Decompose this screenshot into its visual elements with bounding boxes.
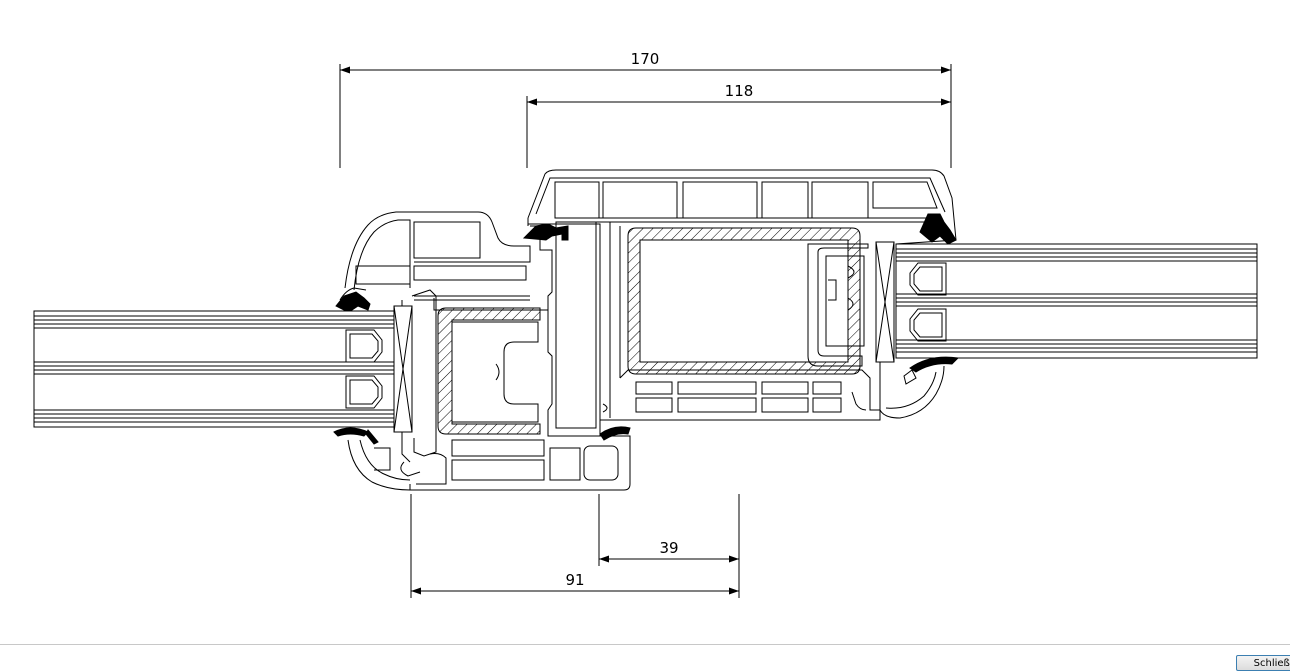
frame-steel-reinforcement <box>627 227 861 375</box>
left-sash-nose <box>374 447 391 471</box>
dimension-label-91: 91 <box>565 571 584 589</box>
right-frame-nose <box>879 362 945 419</box>
window-profile-section-drawing: 170 118 39 91 <box>33 50 1258 598</box>
dimension-170 <box>339 64 952 168</box>
sash-inner-clip <box>433 298 549 423</box>
gasket-sash-top <box>522 223 569 241</box>
right-glazing-wedge <box>875 241 895 363</box>
sash-profile <box>344 211 631 491</box>
dimension-118 <box>526 96 951 168</box>
gasket-right-top <box>919 213 957 245</box>
dimension-39 <box>598 494 740 598</box>
frame-profile <box>527 169 957 421</box>
status-bar: Schließen <box>0 644 1290 671</box>
gasket-sash-bottom <box>599 426 631 441</box>
left-glazing-unit <box>33 310 395 428</box>
gasket-left-bottom-2 <box>365 429 379 445</box>
gasket-left-top <box>335 291 371 311</box>
left-bottom-clips <box>339 287 421 477</box>
dimension-label-118: 118 <box>725 82 754 100</box>
sash-steel-reinforcement <box>437 307 541 435</box>
left-glazing-wedge <box>393 289 437 463</box>
right-glazing-unit <box>895 243 1258 359</box>
close-button[interactable]: Schließen <box>1236 655 1290 671</box>
gasket-right-bottom <box>909 356 960 373</box>
right-glazing-bead <box>807 243 869 367</box>
dimension-91 <box>410 494 739 598</box>
gaskets <box>333 213 960 445</box>
dimension-label-39: 39 <box>659 539 678 557</box>
gasket-left-bottom <box>333 427 369 437</box>
dimension-label-170: 170 <box>631 50 660 68</box>
